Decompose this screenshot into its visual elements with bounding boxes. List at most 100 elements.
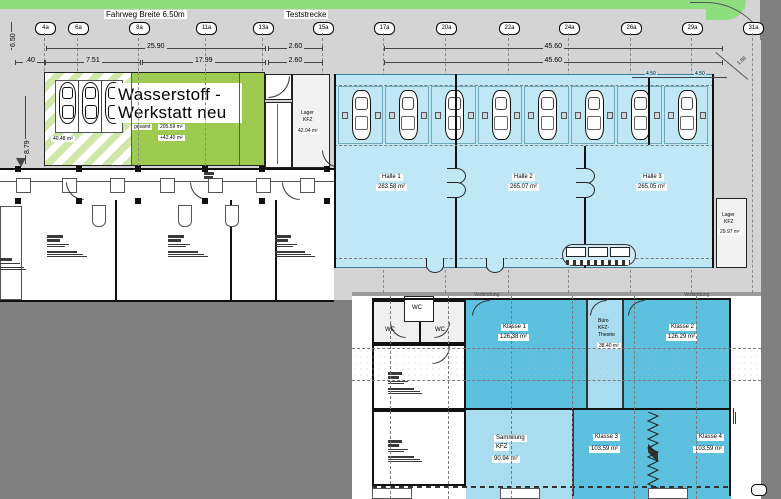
dim-left-vert-2-text: 8.79 xyxy=(24,139,32,155)
workshop-area-total: 205.59 m² xyxy=(158,124,185,130)
wc-divider xyxy=(419,322,421,344)
dim-left-vert-1-text: 6.50 xyxy=(10,32,18,48)
grid-bubble-20a[interactable]: 20a xyxy=(436,22,457,35)
workbench-marker xyxy=(421,112,427,119)
hall-floor-dash xyxy=(334,258,714,259)
workshop-area-caption: gesamt xyxy=(132,124,153,130)
lift-base-bar xyxy=(566,260,630,265)
sammlung-kfz-room xyxy=(466,410,573,499)
lower-grid-h2 xyxy=(352,380,761,381)
lower-grid-1 xyxy=(390,296,391,499)
facade-window xyxy=(256,178,271,193)
workbench-marker xyxy=(435,112,441,119)
lower-wall-left xyxy=(372,298,374,486)
hall-parked-car xyxy=(398,90,418,140)
klasse-4-name: Klasse 4 xyxy=(697,434,725,441)
verbindung-label-2: Verbindung xyxy=(684,292,710,298)
klasse4-side-annotation xyxy=(733,406,737,424)
grid-bubble-31a[interactable]: 31a xyxy=(743,22,764,35)
room-annotation-block-3 xyxy=(275,235,315,258)
klasse-1-area: 126.38 m² xyxy=(498,334,530,341)
hall-parking-bay xyxy=(384,86,429,144)
dim-text-r0-0: 25.90 xyxy=(145,43,167,50)
outside-gray-lower-left xyxy=(0,300,352,499)
grid-bubble-15a[interactable]: 15a xyxy=(313,22,334,35)
workshop-inner-wall-1 xyxy=(131,73,132,165)
workbench-marker xyxy=(667,112,674,119)
dim-text-r1-0: .40 xyxy=(23,57,37,64)
facade-window xyxy=(208,178,223,193)
grid-bubble-6a[interactable]: 6a xyxy=(68,22,89,35)
hall-wall-1 xyxy=(455,146,457,268)
lower-grid-2 xyxy=(448,296,449,499)
lower-sheet-bottom-dash xyxy=(372,486,731,488)
workbench-marker xyxy=(481,112,488,119)
left-annex-room xyxy=(0,206,22,300)
support-room-annotation-2 xyxy=(388,440,422,463)
lower-grid-5 xyxy=(634,296,635,499)
dim-tick-r1-1-1 xyxy=(140,60,141,65)
dim-left-vert-2 xyxy=(25,96,26,164)
klasse-4-area: 103.59 m² xyxy=(693,446,725,453)
corridor-annotation-block xyxy=(204,172,236,180)
dim-tick-r3-0-1 xyxy=(722,60,723,65)
hall-door-arc-4 xyxy=(486,258,504,273)
hall-parking-bay xyxy=(570,86,615,144)
bay-dim-line xyxy=(632,77,727,78)
dim-text-r2-0: 45.60 xyxy=(542,43,565,50)
grid-bubble-8a[interactable]: 8a xyxy=(129,22,150,35)
dim-tick-r1-1-0 xyxy=(45,60,46,65)
room-annotation-block-4 xyxy=(0,258,26,271)
structural-column xyxy=(202,166,208,172)
wc-label-top: WC xyxy=(412,305,422,311)
workbench-marker xyxy=(528,112,534,119)
structural-column xyxy=(15,166,21,172)
workshop-inner-wall-2 xyxy=(239,73,240,165)
hall-parked-car xyxy=(677,90,697,140)
workshop-area-extra: +42.40 m² xyxy=(158,135,185,141)
dim-left-arrow xyxy=(16,158,26,167)
facade-window xyxy=(16,178,31,193)
grid-bubble-26a[interactable]: 26a xyxy=(621,22,642,35)
lager-kfz-right-area: 29.97 m² xyxy=(718,229,742,235)
facade-window xyxy=(110,178,125,193)
hall-bay-line-top xyxy=(334,85,714,86)
lower-right-grid-bubble xyxy=(751,484,767,496)
dim-tick-r0-0-0 xyxy=(46,46,47,51)
dim-tick-r3-0-0 xyxy=(384,60,385,65)
outside-gray-right-strip xyxy=(761,0,781,499)
dim-tick-r1-2-1 xyxy=(265,60,266,65)
workshop-parking-area: 40.48 m² xyxy=(51,136,75,142)
wall-alcove xyxy=(225,205,239,227)
grid-bubble-11a[interactable]: 11a xyxy=(196,22,217,35)
dim-text-r1-1: 7.51 xyxy=(84,57,102,64)
dim-tick-r0-1-1 xyxy=(322,46,323,51)
hall-left-wall xyxy=(334,74,336,268)
grid-bubble-22a[interactable]: 22a xyxy=(499,22,520,35)
klasse-3-area: 103.59 m² xyxy=(589,446,621,453)
bottom-strip-room-3 xyxy=(648,488,688,499)
grid-bubble-29a[interactable]: 29a xyxy=(682,22,703,35)
lower-wall-mid-horizontal xyxy=(464,408,731,410)
green-verge-band xyxy=(0,0,745,9)
workbench-marker xyxy=(388,112,395,119)
fahrweg-label: Fahrweg Breite 6.50m xyxy=(104,10,187,19)
hall-door-arc-2b xyxy=(576,182,595,198)
lift-plate-2 xyxy=(588,247,608,257)
dim-tick-r1-3-1 xyxy=(322,60,323,65)
grid-bubble-4a[interactable]: 4a xyxy=(35,22,56,35)
klasse-1-name: Klasse 1 xyxy=(501,324,529,331)
room-annotation-block-1 xyxy=(47,235,87,258)
workbench-marker xyxy=(700,112,706,119)
grid-bubble-13a[interactable]: 13a xyxy=(253,22,274,35)
grid-bubble-17a[interactable]: 17a xyxy=(374,22,395,35)
wc-cubicle-top xyxy=(404,296,434,322)
structural-column xyxy=(135,166,141,172)
workshop-title-line1: Wasserstoff - xyxy=(118,85,222,104)
workbench-marker xyxy=(374,112,381,119)
dim-tick-r1-2-0 xyxy=(142,60,143,65)
facade-window xyxy=(160,178,175,193)
grid-bubble-24a[interactable]: 24a xyxy=(559,22,580,35)
dim-text-r3-0: 45.60 xyxy=(542,57,565,64)
workbench-marker xyxy=(560,112,567,119)
